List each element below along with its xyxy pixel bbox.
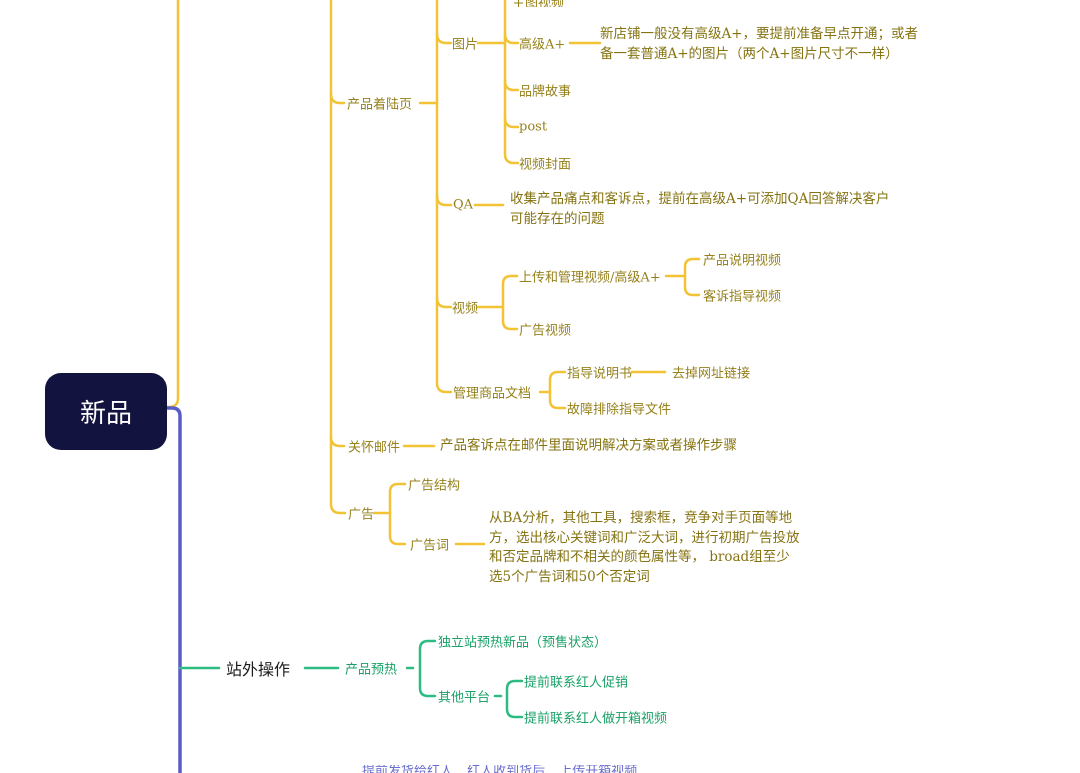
- note-qa[interactable]: 收集产品痛点和客诉点，提前在高级A+可添加QA回答解决客户 可能存在的问题: [510, 191, 890, 227]
- note-premium-aplus[interactable]: 新店铺一般没有高级A+，要提前准备早点开通；或者 备一套普通A+的图片（两个A+…: [600, 26, 919, 62]
- node-instruction-manual[interactable]: 指导说明书: [567, 366, 633, 382]
- node-video-cover[interactable]: 视频封面: [519, 157, 572, 173]
- clipped-node-bottom: 提前发货给红人 红人收到货后 上传开箱视频: [362, 765, 638, 773]
- node-product-demo-video[interactable]: 产品说明视频: [703, 253, 782, 269]
- note-ad-words[interactable]: 从BA分析，其他工具，搜索框，竞争对手页面等地 方，选出核心关键词和广泛大词，进…: [489, 510, 800, 585]
- node-remove-links[interactable]: 去掉网址链接: [672, 366, 751, 382]
- node-video[interactable]: 视频: [452, 301, 479, 317]
- node-manage-product-docs[interactable]: 管理商品文档: [453, 386, 532, 402]
- node-product-preheat[interactable]: 产品预热: [345, 662, 398, 678]
- node-images[interactable]: 图片: [452, 37, 479, 53]
- node-premium-aplus[interactable]: 高级A+: [519, 37, 566, 53]
- node-offsite-operations[interactable]: 站外操作: [226, 660, 291, 679]
- root-node-new-product[interactable]: 新品: [45, 373, 167, 450]
- node-qa[interactable]: QA: [453, 197, 474, 213]
- node-complaint-guide-video[interactable]: 客诉指导视频: [703, 289, 782, 305]
- node-ads[interactable]: 广告: [348, 507, 375, 523]
- node-troubleshooting-doc[interactable]: 故障排除指导文件: [567, 402, 672, 418]
- node-contact-influencer-unboxing[interactable]: 提前联系红人做开箱视频: [524, 711, 668, 727]
- node-upload-manage-video[interactable]: 上传和管理视频/高级A+: [519, 270, 661, 286]
- clipped-node-top: 主图视频: [512, 0, 572, 7]
- node-product-landing-page[interactable]: 产品着陆页: [347, 97, 413, 113]
- node-other-platforms[interactable]: 其他平台: [438, 690, 491, 706]
- node-ad-words[interactable]: 广告词: [410, 538, 450, 554]
- node-ad-video[interactable]: 广告视频: [519, 323, 572, 339]
- note-care-email[interactable]: 产品客诉点在邮件里面说明解决方案或者操作步骤: [440, 437, 737, 454]
- node-ad-structure[interactable]: 广告结构: [408, 478, 461, 494]
- node-independent-site-preheat[interactable]: 独立站预热新品（预售状态）: [438, 635, 608, 651]
- node-brand-story[interactable]: 品牌故事: [519, 84, 572, 100]
- node-care-email[interactable]: 关怀邮件: [348, 440, 401, 456]
- node-post[interactable]: post: [519, 119, 548, 135]
- node-contact-influencer-promo[interactable]: 提前联系红人促销: [524, 675, 629, 691]
